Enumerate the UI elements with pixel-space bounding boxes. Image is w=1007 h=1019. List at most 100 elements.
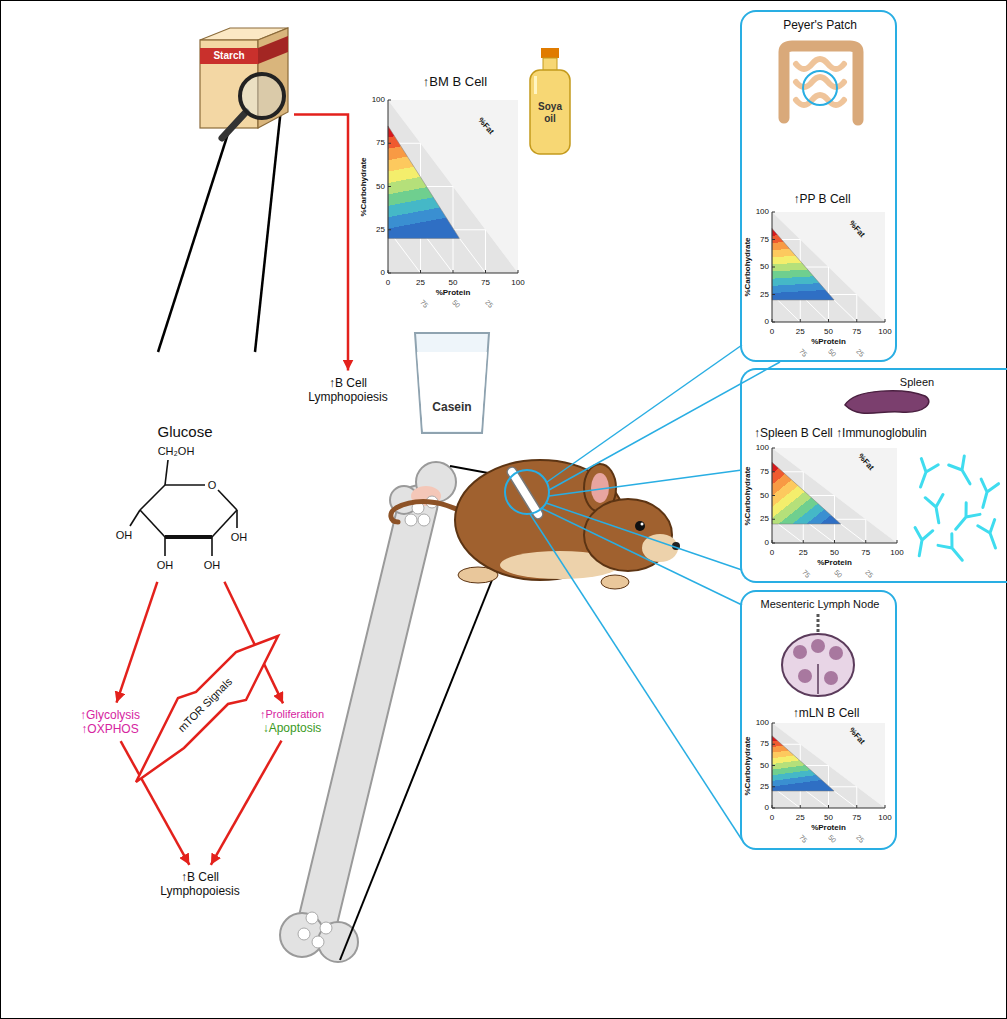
axis-title: %Fat xyxy=(856,452,876,472)
outcome-text: ↑B Cell Lymphopoiesis xyxy=(299,373,397,408)
axis-title: %Protein xyxy=(811,337,846,346)
lymph-node xyxy=(782,614,854,696)
tick-label: 25 xyxy=(760,515,769,524)
starch-package: Starch xyxy=(200,26,292,130)
mouse-tail xyxy=(391,502,462,522)
tick-mark xyxy=(388,270,389,273)
lightning-bolt xyxy=(136,636,278,782)
tick-mark xyxy=(772,786,775,787)
tick-label: 50 xyxy=(824,327,833,336)
node-text: OH xyxy=(157,559,174,572)
tick-mark xyxy=(772,744,775,745)
tick-mark xyxy=(388,229,391,230)
tick-label: 75 xyxy=(852,813,861,822)
spleen-organ xyxy=(845,391,929,414)
glucose-molecule-shape xyxy=(110,420,260,580)
tick-mark xyxy=(772,471,775,472)
bond xyxy=(218,490,237,510)
tick-label: 0 xyxy=(381,268,385,277)
tick-label: 75 xyxy=(801,568,812,579)
leader-line xyxy=(549,470,742,496)
response-surface xyxy=(772,229,834,301)
axis-title: %Fat xyxy=(476,116,496,136)
zoom-line xyxy=(340,540,508,960)
tick-label: 0 xyxy=(770,327,774,336)
tick-mark xyxy=(772,448,775,449)
bond xyxy=(236,510,238,528)
tick-mark xyxy=(885,805,886,808)
leg-bone-outline xyxy=(512,472,538,514)
tissue-panel: Spleen↑Spleen B Cell ↑Immunoglobulin xyxy=(740,368,1007,583)
tick-label: 75 xyxy=(760,467,769,476)
femur-condyle xyxy=(280,913,324,957)
marrow-cell xyxy=(312,936,324,948)
tick-label: 25 xyxy=(760,290,769,299)
leader-line xyxy=(530,514,742,840)
marrow-cell xyxy=(298,928,310,940)
tick-mark xyxy=(865,540,866,543)
ternary-plot xyxy=(772,212,885,322)
response-surface xyxy=(388,126,460,238)
marrow-cell xyxy=(320,922,332,934)
tick-mark xyxy=(772,267,775,268)
tick-mark xyxy=(772,540,773,543)
bond xyxy=(165,484,205,486)
flow-arrow xyxy=(211,741,282,865)
leg-bone xyxy=(512,472,538,514)
bottle-body xyxy=(530,70,570,154)
tick-label: 0 xyxy=(770,548,774,557)
flow-arrow xyxy=(117,582,158,703)
starch-package-shape xyxy=(200,26,292,130)
antibody xyxy=(949,503,980,535)
plot-ground xyxy=(388,100,518,273)
follicle xyxy=(811,639,825,653)
tick-mark xyxy=(897,540,898,543)
tick-mark xyxy=(800,805,801,808)
outcome-text: ↑B Cell Lymphopoiesis xyxy=(151,867,249,902)
axis-title: %Protein xyxy=(811,823,846,832)
zoom-line xyxy=(255,108,281,352)
glass xyxy=(415,333,489,433)
axis-title: %Fat xyxy=(847,726,867,746)
node-text: OH xyxy=(204,559,221,572)
response-surface xyxy=(772,736,834,791)
tick-label: 0 xyxy=(770,813,774,822)
large-intestine xyxy=(784,46,858,120)
node-text: OH xyxy=(231,531,248,544)
tick-label: 75 xyxy=(861,548,870,557)
tick-label: 25 xyxy=(760,782,769,791)
follicle xyxy=(798,669,812,683)
antibody xyxy=(912,459,938,491)
tick-label: 50 xyxy=(826,347,837,358)
follicle xyxy=(824,671,838,685)
node-text: O xyxy=(208,479,217,492)
tick-label: 25 xyxy=(796,327,805,336)
grid-line xyxy=(865,519,866,543)
antibody xyxy=(910,528,932,558)
antibody xyxy=(938,534,969,566)
axis-title: %Carbohydrate xyxy=(359,157,368,216)
tick-mark xyxy=(885,319,886,322)
bond xyxy=(211,537,213,556)
tick-label: 50 xyxy=(830,548,839,557)
follicle xyxy=(829,646,843,660)
ternary-plot xyxy=(388,100,518,273)
magnifier-handle xyxy=(222,112,246,138)
antibody xyxy=(949,456,978,488)
box-band xyxy=(200,48,258,64)
tick-label: 25 xyxy=(483,298,494,309)
casein-glass-shape xyxy=(412,330,492,436)
tick-mark xyxy=(856,319,857,322)
plot-ground xyxy=(772,723,885,808)
intestine xyxy=(784,46,858,120)
mouse-foot xyxy=(601,575,629,589)
bottle-cap xyxy=(541,48,559,58)
mouse xyxy=(391,460,680,589)
oil-bottle: Soya oil xyxy=(526,46,574,156)
marrow-cell xyxy=(418,514,430,526)
tick-label: 50 xyxy=(450,298,461,309)
follicle xyxy=(793,645,807,659)
antibody xyxy=(978,520,1004,552)
